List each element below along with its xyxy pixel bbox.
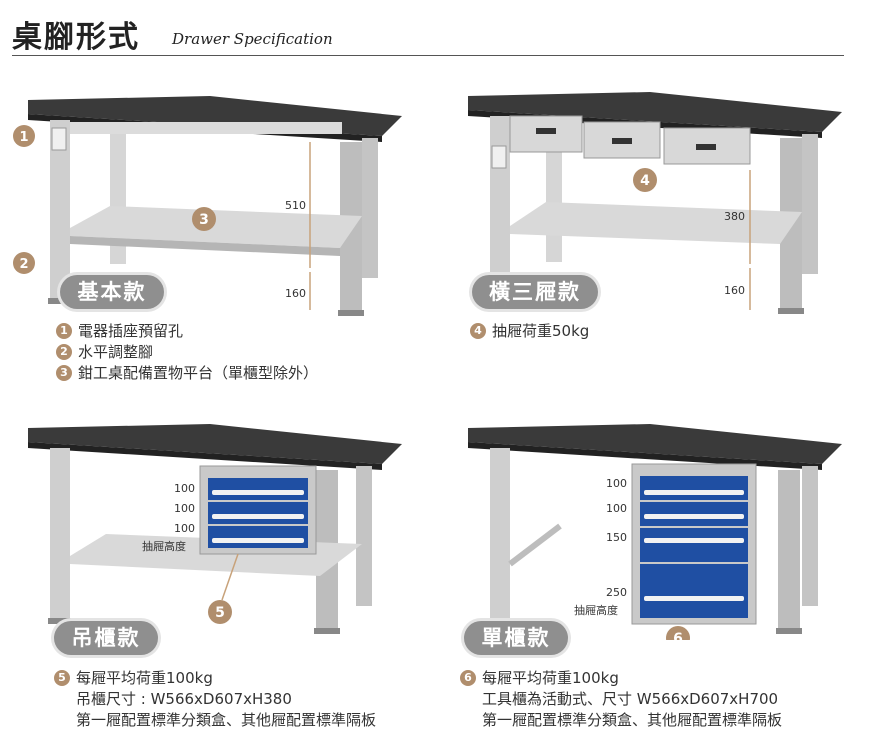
drawer-height-label: 抽屜高度 [574,603,618,617]
page-subtitle: Drawer Specification [172,30,333,48]
dim-100: 100 [174,502,195,515]
lower-shelf [510,202,802,244]
dim-100: 100 [606,502,627,515]
dim-380: 380 [724,210,745,223]
marker-2 [13,252,35,274]
note-item: 第一屜配置標準分類盒、其他屜配置標準隔板 [482,710,783,729]
label-three-drawer: 橫三屜款 [472,275,598,309]
front-left-leg [50,120,70,300]
drawer-handle [644,490,744,495]
basic-bench-illustration: 510 160 1 2 3 [13,96,402,316]
apron [70,122,342,134]
label-basic: 基本款 [60,275,164,309]
note-item: 工具櫃為活動式、尺寸 W566xD607xH700 [482,689,779,708]
dim-100: 100 [174,482,195,495]
dim-250: 250 [606,586,627,599]
label-single-cabinet: 單櫃款 [464,621,568,655]
section-header: 桌腳形式 Drawer Specification [12,8,842,56]
label-hanging-cabinet: 吊櫃款 [54,621,158,655]
worktop [468,424,842,464]
drawer-middle [583,121,661,159]
worktop [468,92,842,132]
dim-150: 150 [606,531,627,544]
marker-3 [192,207,216,231]
dim-160: 160 [724,284,745,297]
front-left-leg [490,116,510,298]
front-left-leg [50,448,70,620]
marker-6 [666,626,690,640]
dim-100: 100 [174,522,195,535]
note-item: 第一屜配置標準分類盒、其他屜配置標準隔板 [76,710,377,729]
svg-text:6: 6 [673,631,683,640]
marker-5 [208,600,232,624]
front-right-leg [778,470,800,630]
cabinet-drawer [640,476,748,500]
worktop [28,424,402,464]
note-item: 吊櫃尺寸 : W566xD607xH380 [76,689,292,708]
cabinet-drawer [208,478,308,500]
dim-510: 510 [285,199,306,212]
hanging-cabinet-bench-illustration: 100 100 100 抽屜高度 5 [28,424,402,634]
marker-1 [13,125,35,147]
drawer-handle [536,128,556,134]
single-cabinet-bench-illustration: 100 100 150 250 抽屜高度 6 [468,424,842,640]
lower-shelf [70,206,362,248]
three-drawer-bench-illustration: 380 160 4 [468,92,842,314]
svg-text:2: 2 [19,257,28,272]
drawer-handle [212,490,304,495]
front-left-leg [490,448,510,624]
outlet-plate [51,127,67,151]
drawer-height-label: 抽屜高度 [142,539,186,553]
dim-160: 160 [285,287,306,300]
svg-text:3: 3 [199,212,209,228]
svg-text:1: 1 [19,130,28,145]
leveling-foot [48,298,72,304]
svg-text:4: 4 [640,173,650,189]
header-divider [12,55,844,56]
svg-text:5: 5 [215,605,225,621]
page-title: 桌腳形式 [12,20,140,55]
rear-right-leg [362,138,378,278]
dim-100: 100 [606,477,627,490]
marker-4 [633,168,657,192]
